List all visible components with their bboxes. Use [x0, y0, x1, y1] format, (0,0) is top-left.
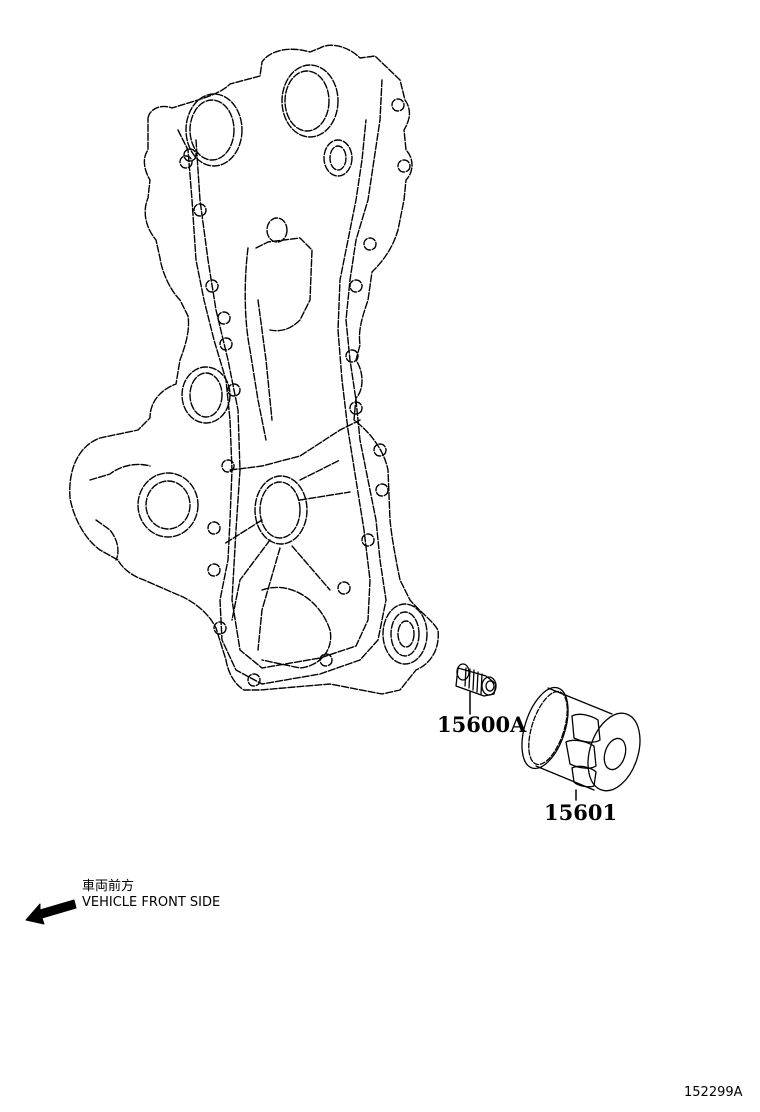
part-label-oil-filter[interactable]: 15601 — [544, 800, 618, 825]
part-label-oil-filter-stud[interactable]: 15600A — [437, 712, 527, 737]
oil-filter-drawing — [521, 686, 641, 801]
figure-id: 152299A — [684, 1085, 743, 1100]
vehicle-front-label-en: VEHICLE FRONT SIDE — [82, 895, 221, 910]
oil-filter-stud-drawing — [455, 663, 497, 715]
vehicle-front-label-jp: 車両前方 — [82, 879, 135, 894]
timing-cover-drawing — [69, 44, 439, 695]
arrow-left-down-icon — [25, 899, 77, 925]
